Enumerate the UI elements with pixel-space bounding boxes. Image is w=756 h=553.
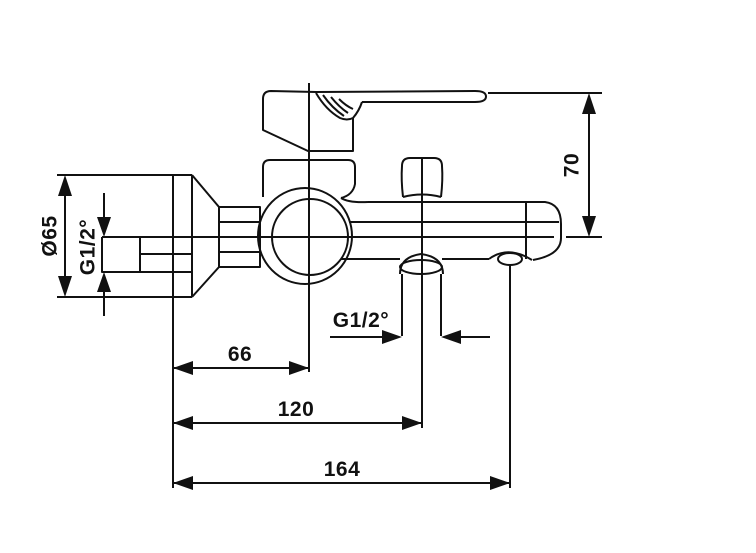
arrowhead-down [582,216,596,237]
cartridge-housing [262,159,369,204]
arrowhead-up [58,175,72,196]
dim-label-handle-height: 70 [561,153,584,177]
arrowhead-up [97,272,111,292]
arrowhead-left [173,416,193,430]
dim-label-inlet-thread: G1/2° [77,219,100,275]
dim-label-outlet-offset: 120 [278,398,315,421]
arrowhead-left [441,330,461,344]
arrowhead-right [402,416,422,430]
arrowhead-left [173,361,193,375]
wall-escutcheon [191,174,220,298]
dim-label-flange-diameter: Ø65 [39,215,62,256]
dim-cartridge-offset: 66 [173,343,309,375]
arrowhead-right [382,330,402,344]
dim-inlet-thread: G1/2° [77,193,111,316]
inlet-pipe [101,237,192,273]
arrowhead-up [582,93,596,114]
dim-label-cartridge-offset: 66 [228,343,252,366]
arrowhead-down [97,217,111,237]
dim-label-overall-length: 164 [324,458,361,481]
dim-overall-length: 164 [173,458,510,490]
shower-outlet-nipple [401,274,442,336]
dim-flange-diameter: Ø65 [39,174,192,298]
handle-lever [315,90,487,103]
handle-pivot [315,92,363,121]
spout-outlet-rim [497,252,523,266]
handle-pivot-hatching [322,94,354,117]
faucet-outline [101,90,562,336]
arrowhead-down [58,276,72,297]
arrowhead-right [490,476,510,490]
dim-outlet-offset: 120 [173,398,422,430]
dim-ext-lines [57,174,192,298]
handle-body [262,90,354,152]
extension-lines [172,83,511,488]
valve-joint-outer [257,187,353,285]
arrowhead-left [173,476,193,490]
dim-ext-lines [488,92,602,238]
dim-handle-height: 70 [488,92,602,238]
dim-outlet-thread: G1/2° [330,309,490,344]
arrowhead-right [289,361,309,375]
dim-label-outlet-thread: G1/2° [333,309,389,332]
body-barrel [102,201,562,261]
thread-nut [218,206,261,268]
